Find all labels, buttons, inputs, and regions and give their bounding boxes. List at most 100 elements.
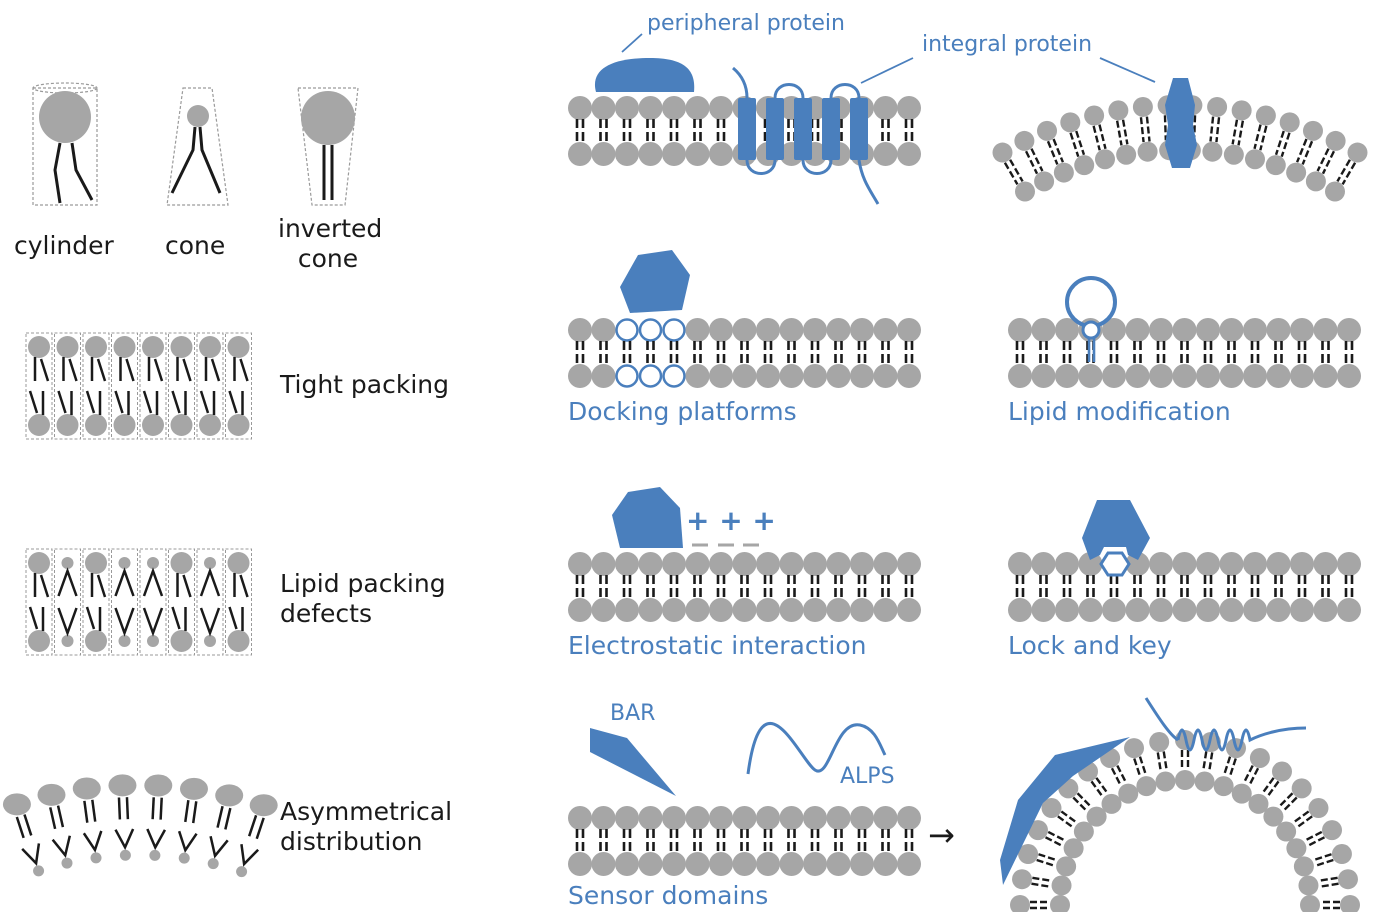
lipid-head xyxy=(826,852,851,876)
lipid-head xyxy=(1018,844,1039,865)
label-sensor-domains: Sensor domains xyxy=(568,881,769,910)
lipid-head xyxy=(28,630,50,652)
lipid-head xyxy=(685,142,710,166)
lipid-head xyxy=(897,142,921,166)
lipid-head xyxy=(1223,144,1244,165)
lipid-head xyxy=(1053,162,1074,183)
lipid-head xyxy=(1286,838,1307,859)
lipid-head xyxy=(61,635,74,647)
lipid-head xyxy=(1196,598,1220,622)
label-integral-protein: integral protein xyxy=(922,32,1093,57)
label-inverted-cone-line2: cone xyxy=(297,244,359,273)
bilayer xyxy=(568,552,921,622)
lipid-head xyxy=(1095,149,1116,170)
lipid-head xyxy=(873,852,898,876)
lipid-head xyxy=(685,598,710,622)
bilayers xyxy=(568,96,1361,876)
lipid-head xyxy=(1055,318,1079,342)
cylinder-shape xyxy=(32,82,98,206)
lipid-head xyxy=(732,598,757,622)
lipid-head xyxy=(1325,181,1345,202)
lipid-head xyxy=(850,364,874,388)
lipid-head xyxy=(779,852,804,876)
lipid-head xyxy=(662,318,686,342)
lipid-head xyxy=(873,142,898,166)
lipid-head xyxy=(826,806,851,830)
positive-charges: + + + xyxy=(686,504,776,537)
packing-defects-diagram xyxy=(25,548,252,656)
lipid-head xyxy=(638,96,663,120)
lipid-head xyxy=(1337,598,1361,622)
lipid-head xyxy=(61,857,73,869)
lipid-head xyxy=(1063,838,1084,859)
lipid-head xyxy=(897,364,921,388)
lipid-head xyxy=(1243,598,1267,622)
bilayer xyxy=(1008,552,1361,622)
lipid-head xyxy=(1202,141,1223,162)
lipid-head xyxy=(1031,598,1056,622)
lipid-head xyxy=(85,414,107,436)
lipid-head xyxy=(1276,821,1297,842)
lipid-head xyxy=(1051,875,1072,896)
lipid-head xyxy=(1050,895,1070,912)
lipid-head xyxy=(170,336,193,358)
lipid-head xyxy=(72,777,101,800)
lipid-head xyxy=(591,142,616,166)
lipid-head xyxy=(568,364,592,388)
lipid-head xyxy=(615,318,639,342)
lipid-head xyxy=(1175,770,1195,790)
lipid-head xyxy=(108,774,137,797)
lipid-head xyxy=(2,793,31,816)
lipid-head xyxy=(1244,149,1265,170)
lipid-head xyxy=(779,806,804,830)
lipid-head xyxy=(90,852,102,864)
lipid-head xyxy=(709,142,733,166)
lipid-head xyxy=(591,364,616,388)
lipid-head xyxy=(1347,142,1368,163)
label-asymmetric-line1: Asymmetrical xyxy=(280,797,453,826)
tight-packing-diagram xyxy=(25,332,252,440)
lipid-head xyxy=(709,96,733,120)
lipid-head xyxy=(615,598,639,622)
lipid-head xyxy=(147,635,159,647)
lipid-head xyxy=(779,598,804,622)
lipid-head xyxy=(591,552,616,576)
lipid-head xyxy=(204,557,216,569)
lipid-head xyxy=(1132,96,1153,117)
lipid-head xyxy=(873,364,898,388)
lipid-head xyxy=(1243,364,1267,388)
lipid-head xyxy=(1073,821,1094,842)
lipid-head xyxy=(1337,318,1361,342)
lipid-head xyxy=(1124,738,1145,759)
lipid-head xyxy=(85,552,107,574)
label-asymmetric: Asymmetrical distribution xyxy=(280,797,452,857)
lipid-head xyxy=(1149,318,1173,342)
lipid-head xyxy=(1055,598,1079,622)
lipid-head xyxy=(591,852,616,876)
lipid-head xyxy=(826,598,851,622)
lipid-head xyxy=(170,414,193,436)
lipid-head xyxy=(732,318,757,342)
lipid-head xyxy=(1041,798,1062,819)
lipid-head xyxy=(732,852,757,876)
lipid-head xyxy=(803,552,827,576)
lipid-head xyxy=(1300,895,1320,912)
lipid-head xyxy=(1290,598,1314,622)
lipid-head xyxy=(1290,318,1314,342)
lipid-head xyxy=(662,96,686,120)
lock-key-protein xyxy=(1082,500,1150,560)
lipid-head xyxy=(568,852,592,876)
lipid-head xyxy=(591,598,616,622)
label-docking-platforms: Docking platforms xyxy=(568,397,797,426)
lipid-head xyxy=(662,364,686,388)
lipid-head xyxy=(227,414,250,436)
lipid-head xyxy=(850,852,874,876)
lipid-head xyxy=(85,336,107,358)
lipid-head xyxy=(685,552,710,576)
lipid-head xyxy=(732,806,757,830)
lipid-head xyxy=(732,364,757,388)
lipid-head xyxy=(873,552,898,576)
lipid-head xyxy=(142,414,164,436)
asymmetric-distribution-diagram xyxy=(2,774,278,878)
integral-protein-curved xyxy=(1165,78,1197,168)
